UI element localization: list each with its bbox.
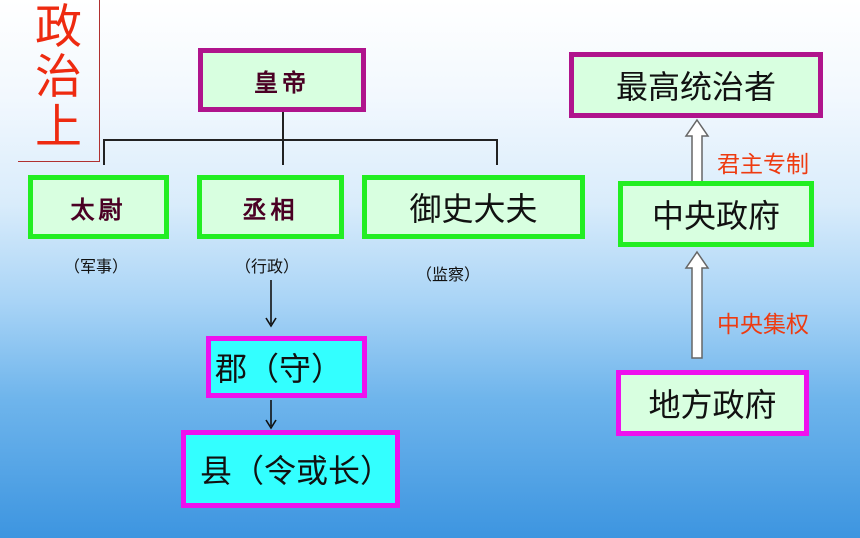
arrow-up-to-central-icon: [684, 250, 710, 359]
local-gov-node: 地方政府: [616, 370, 809, 436]
central-gov-node: 中央政府: [618, 181, 814, 247]
supreme-ruler-node: 最高统治者: [569, 52, 823, 118]
arrow-up-to-ruler-icon: [684, 118, 710, 183]
commandery-label: 郡（守）: [215, 350, 344, 388]
supreme-ruler-label: 最高统治者: [615, 68, 776, 106]
section-title: 政 治 上: [18, 0, 100, 162]
taiwei-note: （军事）: [64, 257, 129, 276]
taiwei-node: 太尉: [28, 175, 169, 239]
censor-label: 御史大夫: [409, 190, 538, 228]
centralization-label: 中央集权: [717, 312, 809, 338]
emperor-label: 皇帝: [254, 68, 310, 97]
arrow-down-to-commandery-icon: [265, 280, 277, 328]
chancellor-note: （行政）: [235, 257, 300, 276]
connector-censor: [496, 139, 498, 165]
county-label: 县（令或长）: [200, 452, 393, 490]
chancellor-node: 丞相: [197, 175, 344, 239]
title-char-2: 治: [35, 50, 82, 105]
commandery-node: 郡（守）: [206, 336, 367, 398]
local-gov-label: 地方政府: [648, 386, 777, 424]
connector-taiwei: [103, 139, 105, 165]
connector-emperor-down: [282, 112, 284, 140]
title-char-1: 政: [35, 0, 82, 55]
taiwei-label: 太尉: [70, 195, 127, 224]
chancellor-label: 丞相: [242, 195, 299, 224]
arrow-down-to-county-icon: [265, 400, 277, 430]
county-node: 县（令或长）: [181, 430, 400, 508]
autocracy-label: 君主专制: [717, 152, 809, 178]
connector-horizontal: [103, 139, 498, 141]
censor-node: 御史大夫: [362, 175, 585, 239]
central-gov-label: 中央政府: [651, 197, 780, 235]
title-char-3: 上: [35, 100, 82, 155]
censor-note: （监察）: [416, 265, 481, 284]
emperor-node: 皇帝: [198, 48, 366, 112]
connector-chancellor: [282, 139, 284, 165]
